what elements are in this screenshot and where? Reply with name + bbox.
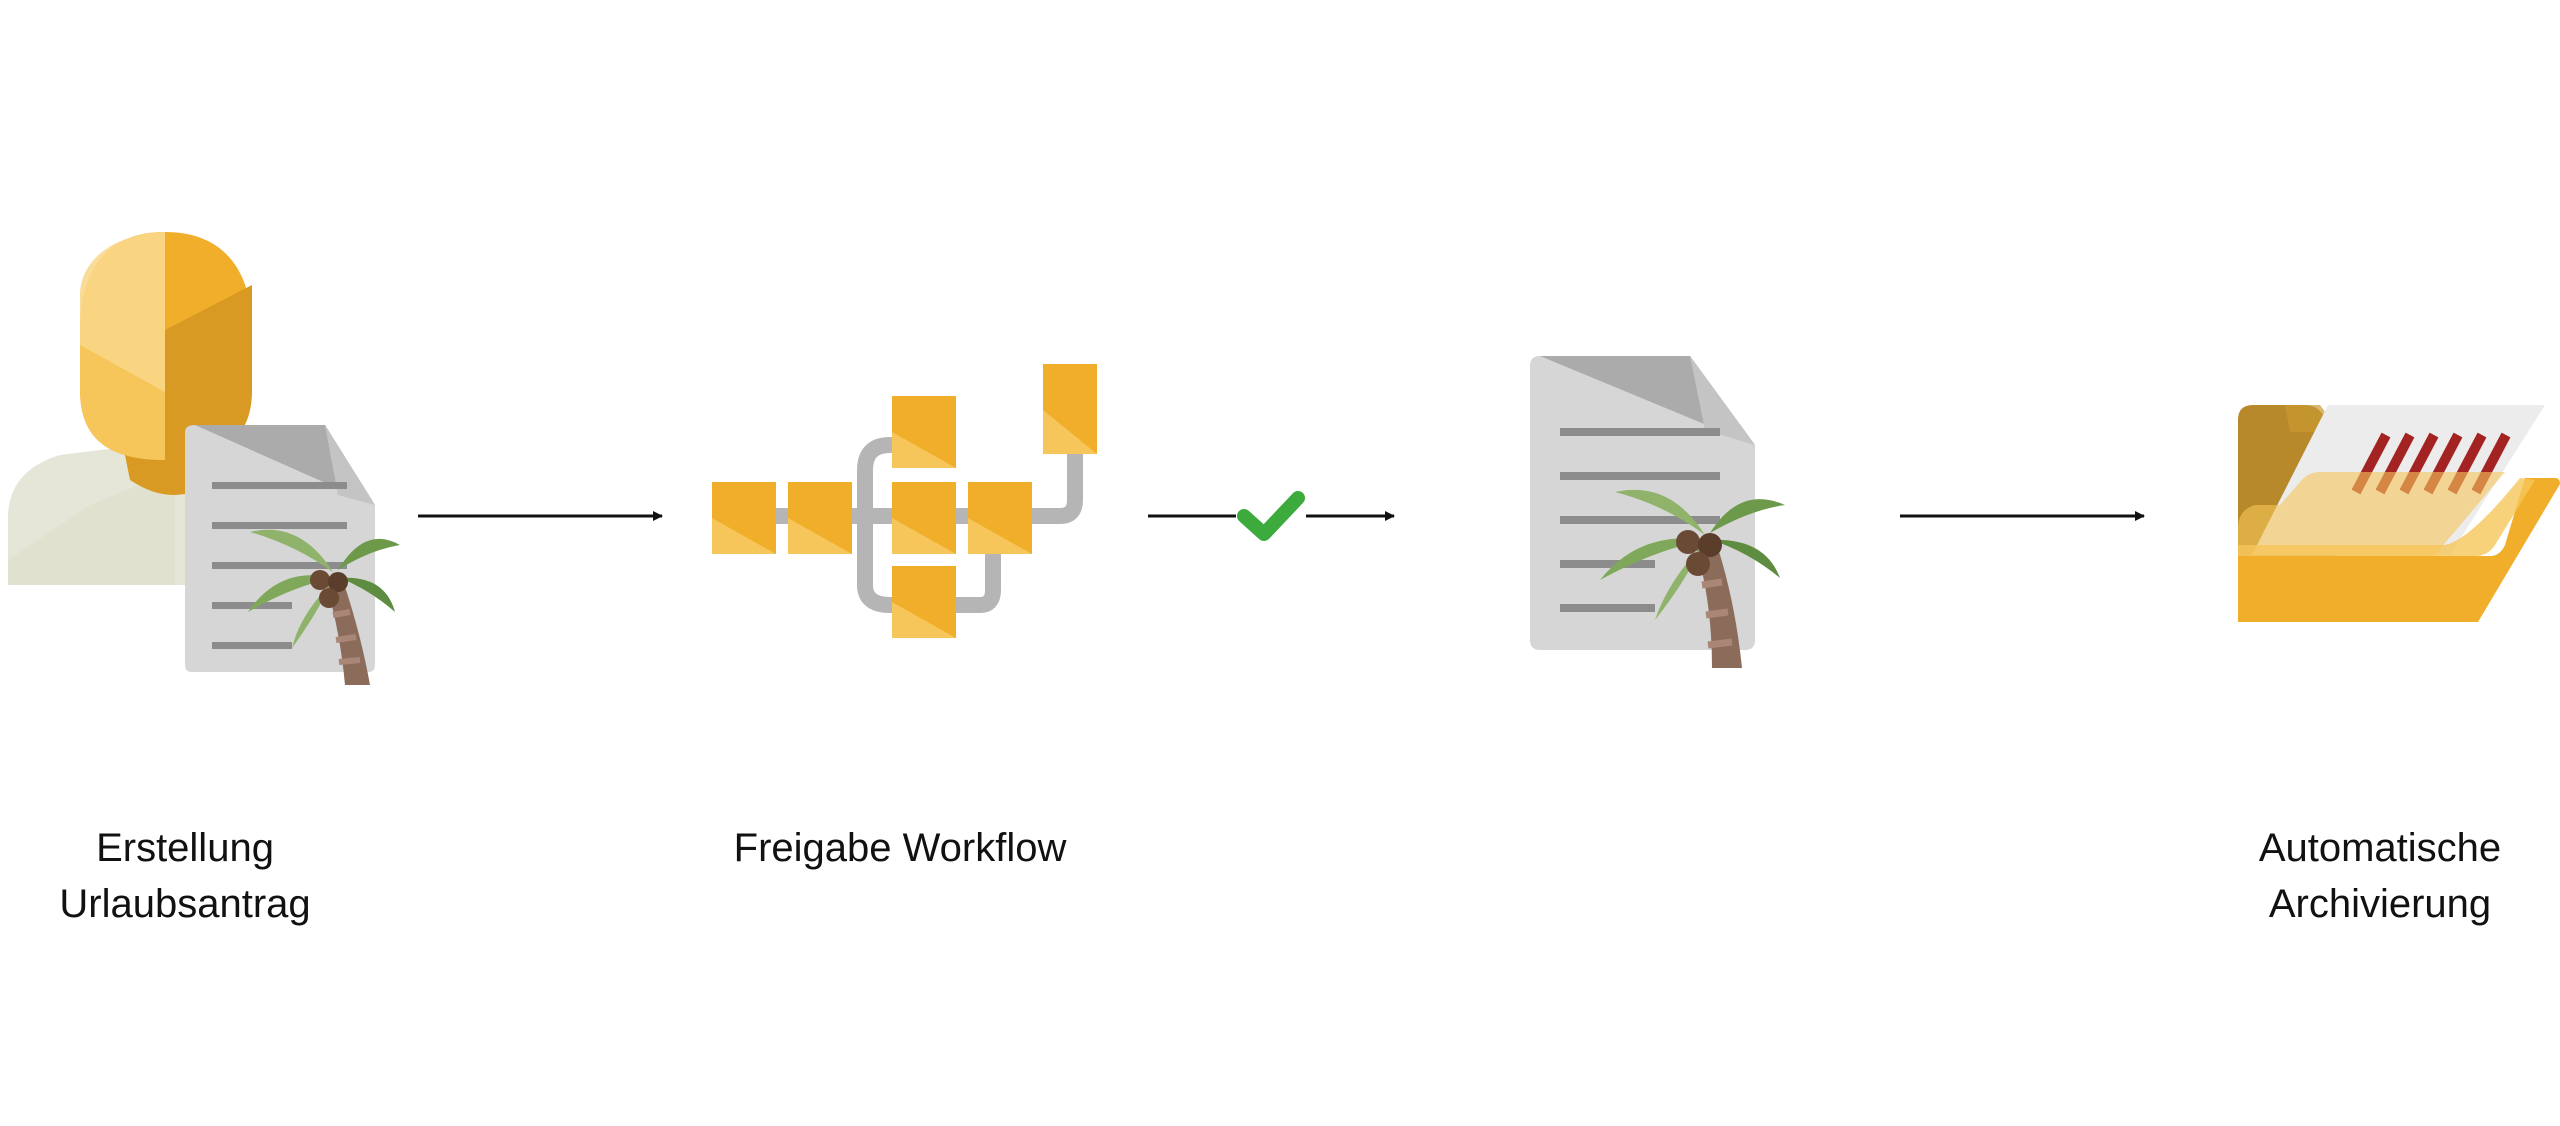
step-label-line: Archivierung [2268,882,2492,926]
step-label-archive: Automatische Archivierung [2200,820,2560,932]
workflow-nodes-icon [712,364,1097,638]
workflow-node [712,482,776,554]
workflow-node [968,482,1032,554]
person-document-palm-icon [8,232,400,685]
workflow-node [892,396,956,468]
workflow-node [788,482,852,554]
step-label-creation: Erstellung Urlaubsantrag [20,820,350,932]
step-label-line: Automatische [2258,826,2502,870]
step-label-line: Urlaubsantrag [59,882,311,926]
folder-archive-icon [2238,405,2560,622]
approval-connector [1148,491,1395,541]
step-label-line: Erstellung [96,826,274,870]
step-label-workflow: Freigabe Workflow [640,820,1160,876]
workflow-node [1043,364,1097,454]
workflow-node [892,566,956,638]
checkmark-icon [1237,491,1305,541]
document-palm-icon [1530,356,1785,668]
step-label-line: Freigabe Workflow [733,826,1067,870]
workflow-node [892,482,956,554]
